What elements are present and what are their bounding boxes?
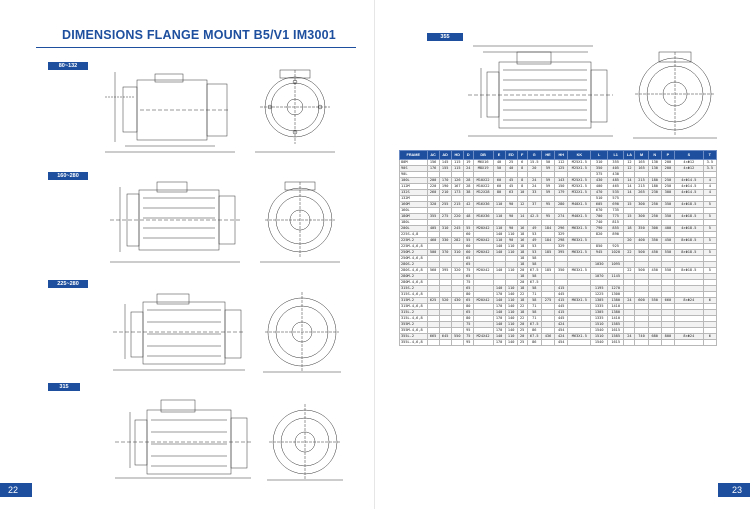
table-header-cell: HE [540,150,556,160]
table-cell [540,339,556,346]
table-header-cell: HD [450,150,464,160]
page-number-right: 23 [718,483,750,497]
table-header-cell: LA [623,150,636,160]
table-header-cell: L [590,150,608,160]
page-gutter [374,0,375,509]
table-cell [567,339,592,346]
table-header-cell: M [634,150,649,160]
table-cell [450,339,464,346]
table-header-cell: P [660,150,676,160]
table-cell: 170 [492,339,506,346]
frame-tag-355: 355 [427,33,463,41]
table-header-cell: D [462,150,474,160]
table-cell [634,339,649,346]
table-cell: 86 [526,339,542,346]
title-divider [36,47,356,48]
table-header-cell: G [526,150,542,160]
motor-drawing-80-132 [95,62,355,162]
table-cell: 1540 [590,339,608,346]
table-header-cell: E [492,150,506,160]
table-cell [472,339,494,346]
table-cell: 454 [554,339,569,346]
table-header-cell: FRAME [399,150,428,160]
motor-drawing-315 [95,390,355,485]
motor-drawing-355 [463,38,733,146]
frame-tag-315: 315 [48,383,80,391]
motor-drawing-225-280 [95,284,355,379]
table-cell: 25 [516,339,528,346]
frame-tag-225-280: 225~280 [48,280,88,288]
page-title: DIMENSIONS FLANGE MOUNT B5/V1 IM3001 [62,28,336,42]
page-number-left: 22 [0,483,32,497]
table-header-cell: AD [438,150,452,160]
table-cell [702,339,718,346]
table-header-cell: L1 [606,150,625,160]
table-cell [674,339,704,346]
table-header-cell: AC [426,150,440,160]
table-cell: 140 [504,339,518,346]
table-header-cell: HH [554,150,569,160]
table-cell [426,339,440,346]
table-cell [660,339,676,346]
table-header-cell: KK [567,150,592,160]
table-header-cell: DB [472,150,494,160]
table-header-cell: F [516,150,528,160]
table-header-cell: N [647,150,662,160]
table-cell: 1615 [606,339,625,346]
table-header-cell: S [674,150,704,160]
motor-drawing-160-280 [95,172,355,272]
table-cell: 355L-4,6,8 [399,339,428,346]
frame-tag-160-280: 160~280 [48,172,88,180]
left-page: DIMENSIONS FLANGE MOUNT B5/V1 IM3001 80~… [0,28,356,497]
table-cell [438,339,452,346]
table-header-cell: T [702,150,718,160]
table-cell: 95 [462,339,474,346]
table-header-cell: ED [504,150,518,160]
table-cell [623,339,636,346]
frame-tag-80-132: 80~132 [48,62,88,70]
table-cell [647,339,662,346]
